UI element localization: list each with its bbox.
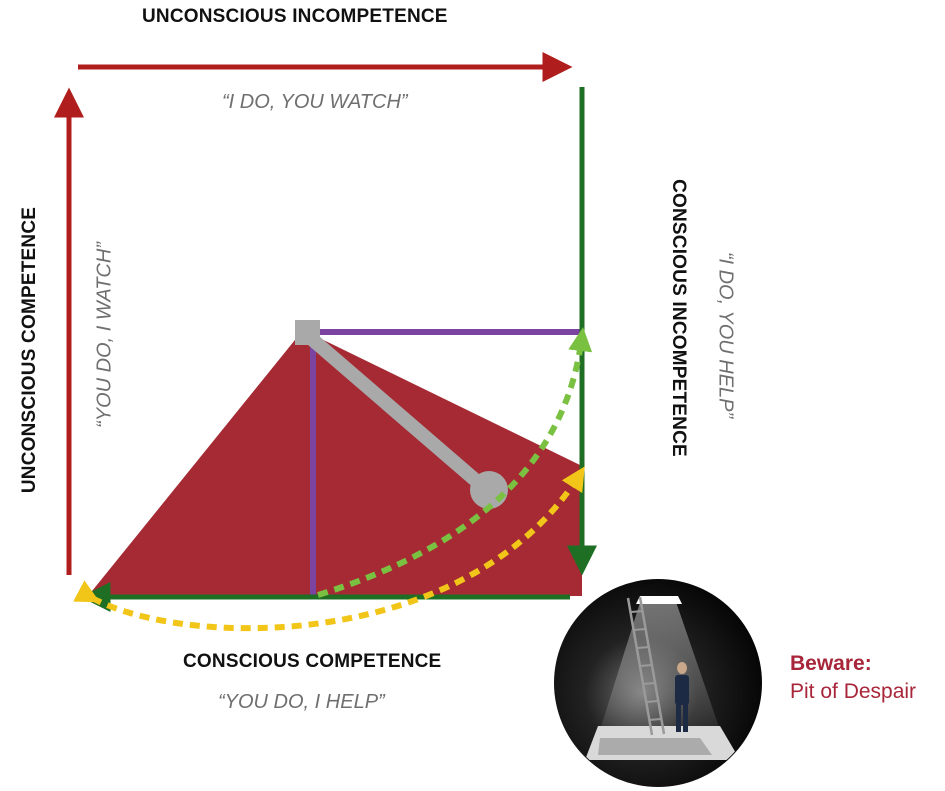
pit-of-despair-illustration <box>554 579 762 787</box>
yellow-dotted-arrow <box>73 466 585 632</box>
progress-area <box>88 330 582 596</box>
top-stage-title: UNCONSCIOUS INCOMPETENCE <box>142 6 448 27</box>
left-stage-title: UNCONSCIOUS COMPETENCE <box>19 206 40 494</box>
warning-label: Pit of Despair <box>790 680 917 703</box>
right-stage-title: CONSCIOUS INCOMPETENCE <box>668 179 689 457</box>
green-dotted-arrow <box>317 327 593 598</box>
top-stage-quote: “I DO, YOU WATCH” <box>222 91 408 113</box>
pendulum-pivot <box>295 320 320 345</box>
left-stage-quote: “YOU DO, I WATCH” <box>93 242 116 428</box>
pendulum-arm <box>301 328 493 497</box>
pendulum-bob <box>470 471 508 509</box>
bottom-stage-title: CONSCIOUS COMPETENCE <box>183 651 442 672</box>
warning-heading: Beware: <box>790 652 872 675</box>
right-stage-quote: “I DO, YOU HELP” <box>714 251 737 419</box>
bottom-stage-quote: “YOU DO, I HELP” <box>218 691 385 713</box>
